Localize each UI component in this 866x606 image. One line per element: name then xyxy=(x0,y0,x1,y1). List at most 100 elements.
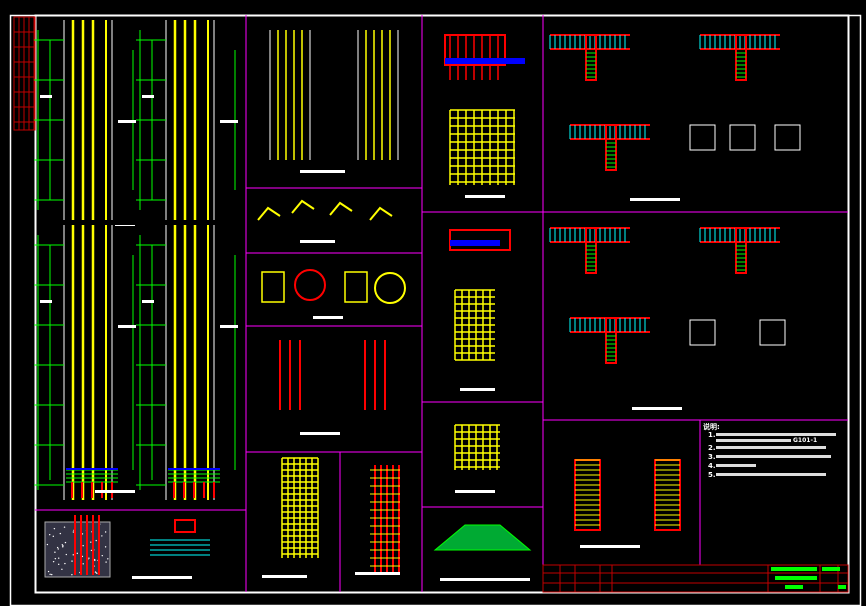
panel-title xyxy=(300,432,340,435)
concrete-dot xyxy=(61,569,62,570)
note-reference: G101-1 xyxy=(793,437,817,444)
concrete-dot xyxy=(102,555,103,556)
slab-band xyxy=(450,240,500,246)
concrete-dot xyxy=(58,564,59,565)
title-bar xyxy=(822,567,840,571)
concrete-dot xyxy=(105,546,106,547)
label-text xyxy=(142,95,154,98)
section-outline xyxy=(760,320,785,345)
concrete-dot xyxy=(82,545,83,546)
concrete-dot xyxy=(64,563,65,564)
concrete-dot xyxy=(83,563,84,564)
note-text xyxy=(716,455,831,458)
concrete-dot xyxy=(51,574,52,575)
section-outline xyxy=(690,320,715,345)
concrete-dot xyxy=(77,553,78,554)
footing-hatch xyxy=(435,525,530,550)
concrete-dot xyxy=(71,560,72,561)
concrete-dot xyxy=(105,531,106,532)
tie-section xyxy=(345,272,367,302)
section-outline xyxy=(690,125,715,150)
note-4-number: 4. xyxy=(708,462,716,470)
note-text xyxy=(716,439,791,442)
label-text xyxy=(118,325,136,328)
section-outline xyxy=(775,125,800,150)
note-text xyxy=(716,464,756,467)
concrete-dot xyxy=(54,528,55,529)
concrete-dot xyxy=(66,554,67,555)
title-bar xyxy=(785,585,803,589)
panel-title xyxy=(262,575,307,578)
concrete-dot xyxy=(62,544,63,545)
panel-title xyxy=(580,545,640,548)
note-1-number: 1. xyxy=(708,431,716,439)
label-text xyxy=(118,120,136,123)
concrete-dot xyxy=(94,559,95,560)
concrete-dot xyxy=(73,531,74,532)
panel-title xyxy=(300,240,335,243)
panel-title xyxy=(95,490,135,493)
panel-title xyxy=(465,195,505,198)
label-text xyxy=(220,120,238,123)
label-text xyxy=(40,95,52,98)
concrete-dot xyxy=(64,526,65,527)
concrete-dot xyxy=(96,540,97,541)
note-text xyxy=(716,446,826,449)
concrete-dot xyxy=(54,552,55,553)
note-2-number: 2. xyxy=(708,444,716,452)
hook-rebar xyxy=(292,201,314,213)
slab-band xyxy=(445,58,525,64)
panel-title xyxy=(355,572,400,575)
title-bar xyxy=(771,567,817,571)
label-text xyxy=(40,300,52,303)
concrete-dot xyxy=(96,572,97,573)
label-text xyxy=(220,325,238,328)
section-outline xyxy=(730,125,755,150)
hook-rebar xyxy=(330,203,352,215)
panel-title xyxy=(115,225,135,226)
panel-title xyxy=(460,388,495,391)
spiral-ring xyxy=(295,270,325,300)
panel-title xyxy=(632,407,682,410)
spiral-section xyxy=(262,272,284,302)
concrete-dot xyxy=(55,558,56,559)
note-5-number: 5. xyxy=(708,471,716,479)
concrete-dot xyxy=(71,574,72,575)
concrete-dot xyxy=(105,561,106,562)
outer-frame xyxy=(11,16,861,606)
stirrup xyxy=(175,520,195,532)
panel-title xyxy=(132,576,192,579)
concrete-dot xyxy=(95,571,96,572)
panel-title xyxy=(300,170,345,173)
panel-title xyxy=(455,490,495,493)
concrete-dot xyxy=(82,533,83,534)
concrete-dot xyxy=(49,574,50,575)
hook-rebar xyxy=(258,208,280,220)
concrete-dot xyxy=(73,554,74,555)
panel-title xyxy=(630,198,680,201)
concrete-dot xyxy=(53,561,54,562)
panel-title xyxy=(313,316,343,319)
inner-frame xyxy=(36,16,849,593)
footing-hatch xyxy=(45,522,110,577)
concrete-dot xyxy=(57,547,58,548)
tie-ring xyxy=(375,273,405,303)
note-text xyxy=(716,473,826,476)
concrete-dot xyxy=(49,534,50,535)
concrete-dot xyxy=(101,535,102,536)
concrete-dot xyxy=(58,548,59,549)
concrete-dot xyxy=(88,557,89,558)
concrete-dot xyxy=(48,571,49,572)
note-3-number: 3. xyxy=(708,453,716,461)
concrete-dot xyxy=(47,544,48,545)
concrete-dot xyxy=(58,557,59,558)
concrete-dot xyxy=(53,536,54,537)
panel-title xyxy=(440,578,530,581)
concrete-dot xyxy=(107,558,108,559)
concrete-dot xyxy=(60,533,61,534)
note-text xyxy=(716,433,836,436)
concrete-dot xyxy=(65,542,66,543)
label-text xyxy=(142,300,154,303)
title-bar xyxy=(775,576,817,580)
